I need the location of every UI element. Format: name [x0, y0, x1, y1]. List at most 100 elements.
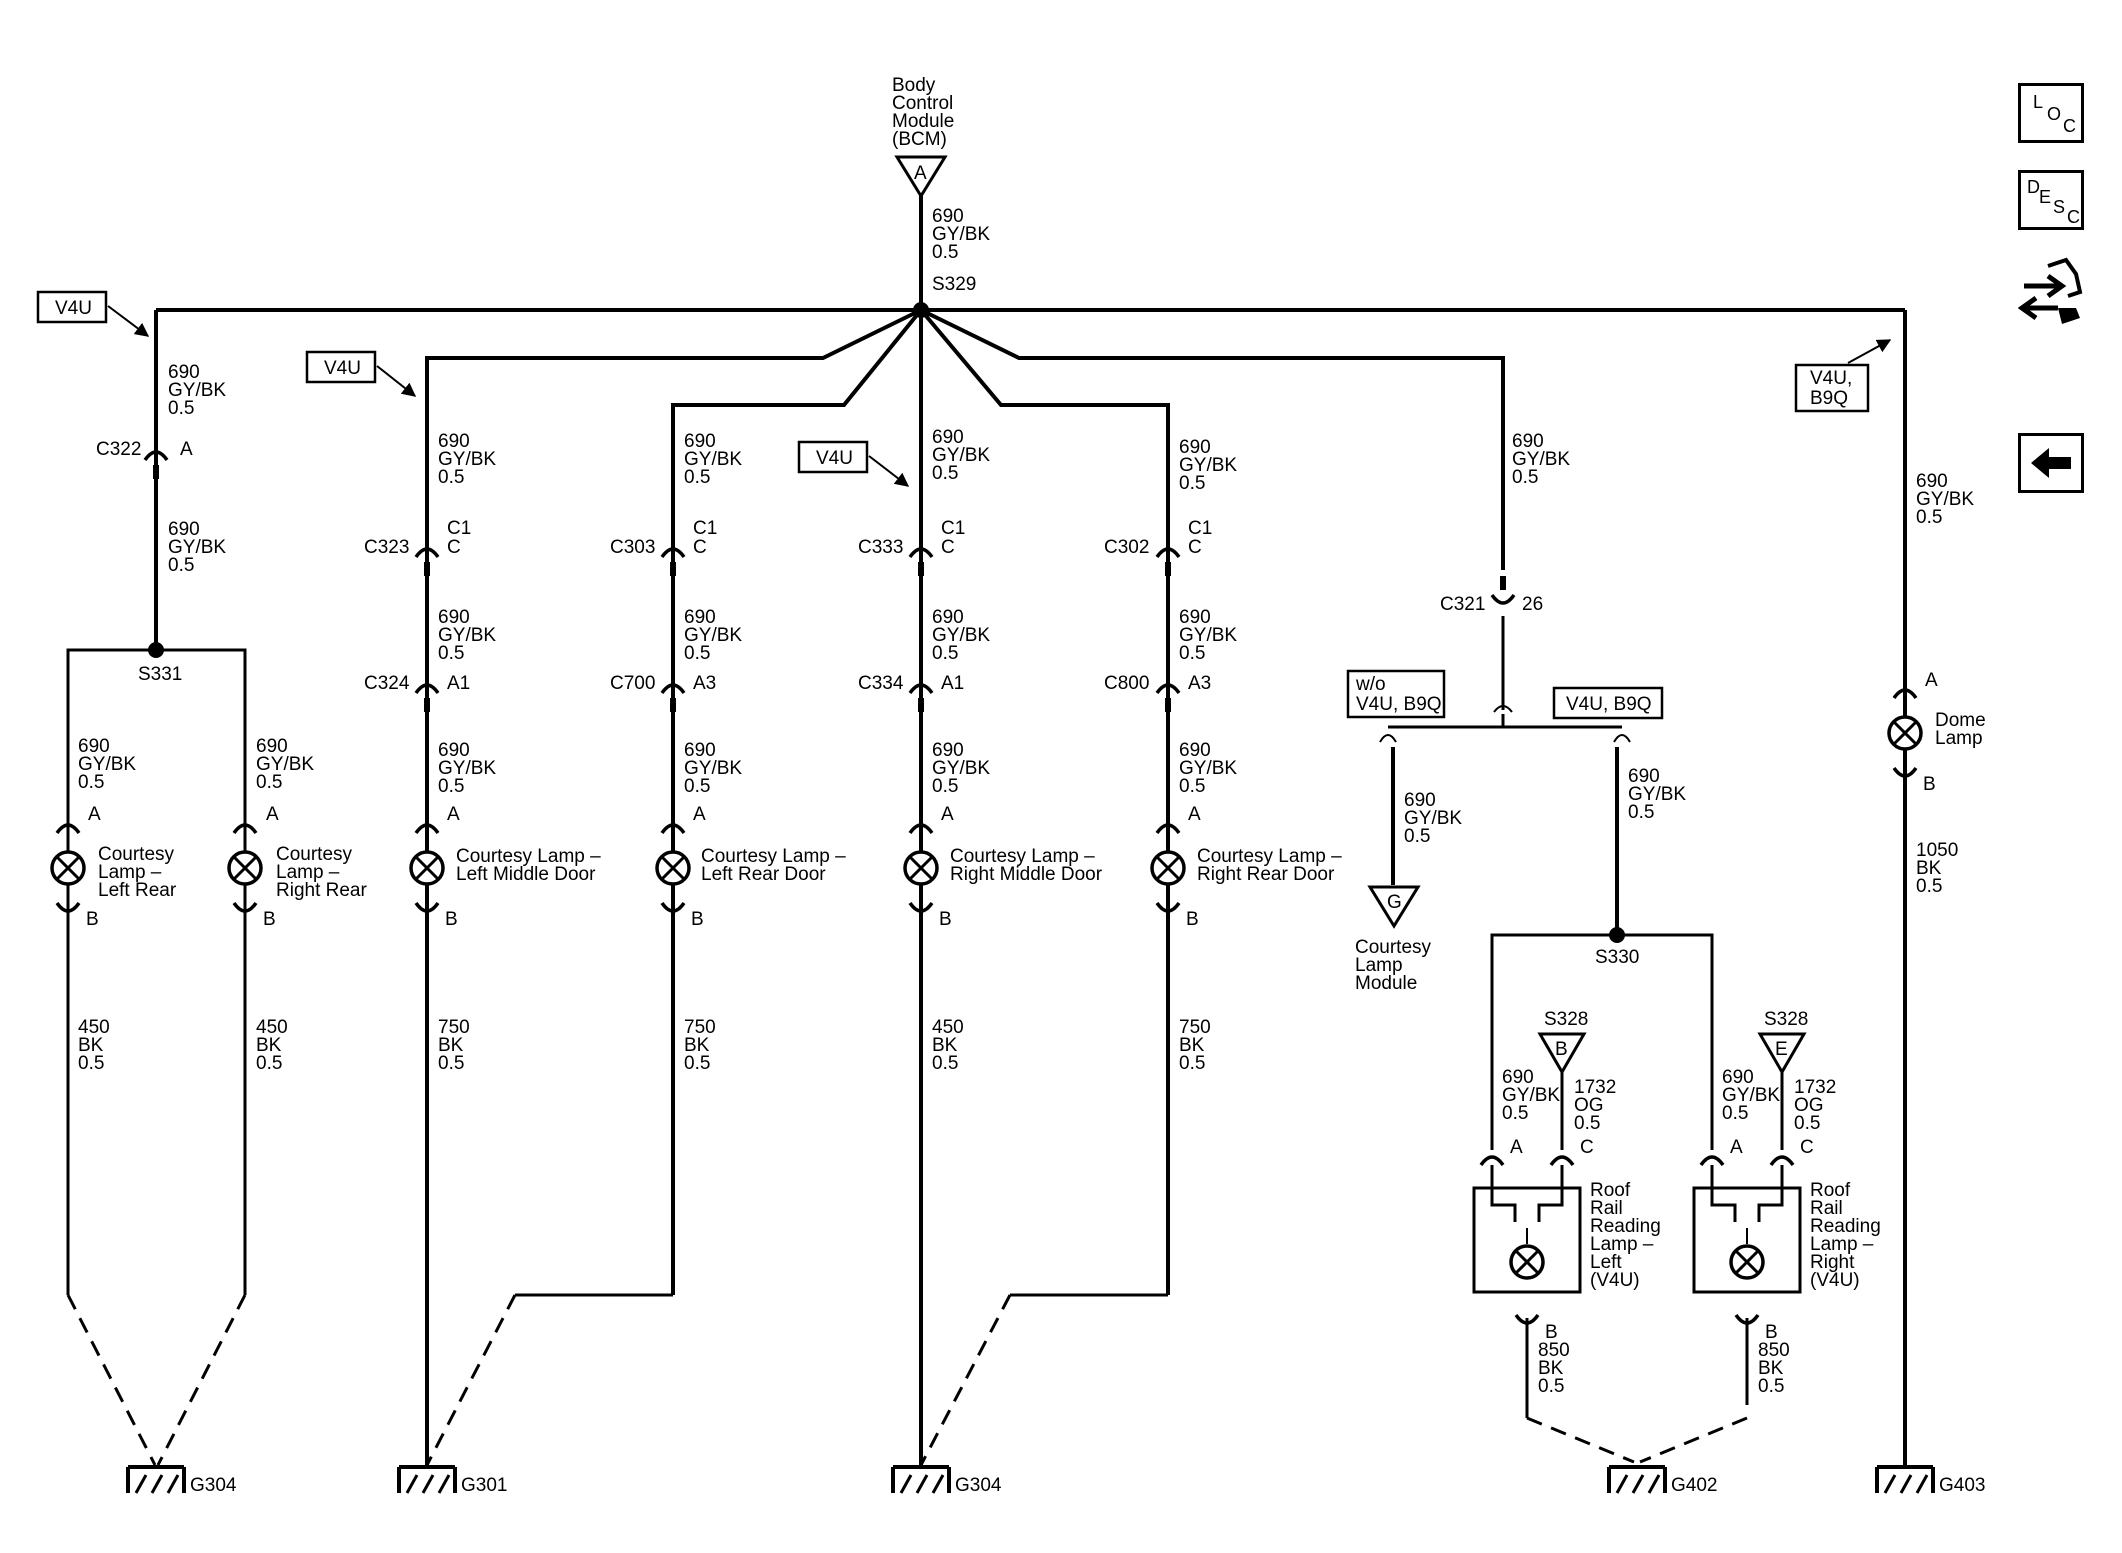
lamp-icon [1150, 850, 1186, 886]
wiring-swap-button[interactable] [2017, 252, 2088, 332]
svg-text:0.5: 0.5 [684, 643, 710, 664]
svg-text:450: 450 [932, 1017, 964, 1038]
svg-text:450: 450 [78, 1017, 110, 1038]
svg-text:1050: 1050 [1916, 840, 1958, 861]
label-courtesy-lamp-right-middle-door: Courtesy Lamp – Right Middle Door [950, 846, 1103, 885]
loc-letter-o: O [2047, 104, 2062, 124]
svg-text:B: B [1923, 774, 1936, 795]
svg-text:690: 690 [1404, 790, 1436, 811]
desc-letter-s: S [2053, 197, 2066, 217]
svg-text:GY/BK: GY/BK [932, 224, 990, 245]
svg-text:Body: Body [892, 75, 936, 96]
ground-g304-center: G304 [891, 1465, 1002, 1496]
svg-text:0.5: 0.5 [684, 467, 710, 488]
svg-text:A: A [1510, 1137, 1523, 1158]
svg-text:26: 26 [1522, 594, 1543, 615]
svg-text:850: 850 [1538, 1340, 1570, 1361]
svg-text:GY/BK: GY/BK [1404, 808, 1462, 829]
splice-s331: S331 [138, 664, 182, 685]
wire-label-b1-top: 690 GY/BK 0.5 [168, 362, 226, 419]
svg-text:690: 690 [684, 431, 716, 452]
loc-letter-c: C [2063, 116, 2076, 136]
svg-text:690: 690 [932, 206, 964, 227]
svg-text:690: 690 [168, 519, 200, 540]
svg-text:690: 690 [78, 736, 110, 757]
svg-text:GY/BK: GY/BK [256, 754, 314, 775]
loc-button[interactable]: L O C [2018, 83, 2084, 143]
svg-text:B: B [1545, 1322, 1558, 1343]
svg-text:1732: 1732 [1794, 1077, 1836, 1098]
svg-text:A: A [180, 439, 193, 460]
svg-text:B: B [86, 909, 99, 930]
connector-c321: C321 [1440, 594, 1485, 615]
svg-text:GY/BK: GY/BK [78, 754, 136, 775]
svg-text:Lamp: Lamp [1355, 955, 1403, 976]
svg-text:GY/BK: GY/BK [438, 449, 496, 470]
svg-text:690: 690 [438, 607, 470, 628]
wire-label-s330-top: 690 GY/BK 0.5 [1628, 766, 1686, 823]
svg-text:GY/BK: GY/BK [684, 449, 742, 470]
svg-text:Control: Control [892, 93, 953, 114]
svg-text:690: 690 [1628, 766, 1660, 787]
svg-text:GY/BK: GY/BK [1722, 1085, 1780, 1106]
svg-text:Module: Module [1355, 973, 1417, 994]
svg-text:GY/BK: GY/BK [932, 758, 990, 779]
left-arrow-icon [2031, 448, 2071, 478]
bcm-connector-a [894, 155, 948, 199]
svg-text:GY/BK: GY/BK [684, 625, 742, 646]
svg-text:C1: C1 [693, 518, 717, 539]
svg-text:A: A [1925, 670, 1938, 691]
svg-text:A: A [266, 804, 279, 825]
svg-text:690: 690 [438, 431, 470, 452]
svg-text:Courtesy: Courtesy [98, 844, 175, 865]
wire-label-rrl-right-a: 690 GY/BK 0.5 [1722, 1067, 1780, 1124]
desc-letter-d: D [2027, 177, 2040, 197]
wire-label-rmd-top: 690 GY/BK 0.5 [932, 427, 990, 484]
connector-c323: C323 [364, 537, 409, 558]
svg-text:Left Rear Door: Left Rear Door [701, 864, 826, 885]
svg-text:0.5: 0.5 [168, 398, 194, 419]
svg-text:690: 690 [1179, 740, 1211, 761]
svg-text:Right Middle Door: Right Middle Door [950, 864, 1103, 885]
svg-text:0.5: 0.5 [438, 643, 464, 664]
svg-text:690: 690 [1502, 1067, 1534, 1088]
svg-text:C: C [941, 537, 955, 558]
svg-text:Rail: Rail [1590, 1198, 1623, 1219]
svg-text:GY/BK: GY/BK [168, 380, 226, 401]
option-v4u-3: V4U [797, 440, 910, 487]
wire-label-lrd-low: 690 GY/BK 0.5 [684, 740, 742, 797]
wire-label-rrd-mid: 690 GY/BK 0.5 [1179, 607, 1237, 664]
clm-connector-g [1367, 885, 1421, 929]
wire-label-lr-top: 690 GY/BK 0.5 [78, 736, 136, 793]
svg-text:0.5: 0.5 [1404, 826, 1430, 847]
svg-text:0.5: 0.5 [932, 643, 958, 664]
svg-text:0.5: 0.5 [438, 776, 464, 797]
lamp-icon [1887, 715, 1923, 751]
svg-text:0.5: 0.5 [932, 242, 958, 263]
svg-text:(V4U): (V4U) [1810, 1270, 1860, 1291]
svg-text:0.5: 0.5 [1794, 1113, 1820, 1134]
wire-label-dome-bottom: 1050 BK 0.5 [1916, 840, 1958, 897]
svg-text:0.5: 0.5 [932, 776, 958, 797]
desc-button[interactable]: D E S C [2018, 170, 2084, 230]
svg-text:1732: 1732 [1574, 1077, 1616, 1098]
svg-text:Courtesy Lamp –: Courtesy Lamp – [1197, 846, 1342, 867]
wire-label-rrd-top: 690 GY/BK 0.5 [1179, 437, 1237, 494]
back-button[interactable] [2018, 433, 2084, 493]
label-courtesy-lamp-left-middle-door: Courtesy Lamp – Left Middle Door [456, 846, 601, 885]
svg-text:Courtesy Lamp –: Courtesy Lamp – [950, 846, 1095, 867]
svg-text:(BCM): (BCM) [892, 129, 947, 150]
svg-text:A: A [914, 163, 927, 184]
svg-text:690: 690 [1512, 431, 1544, 452]
svg-text:690: 690 [1179, 607, 1211, 628]
wire-label-rrl-right-c: 1732 OG 0.5 [1794, 1077, 1836, 1134]
lamp-icon [50, 850, 86, 886]
wire-label-rrl-right-bottom: 850 BK 0.5 [1758, 1340, 1790, 1397]
svg-text:Courtesy: Courtesy [1355, 937, 1432, 958]
svg-text:0.5: 0.5 [684, 1053, 710, 1074]
wire-label-rmd-bottom: 450 BK 0.5 [932, 1017, 964, 1074]
svg-text:A: A [693, 804, 706, 825]
svg-text:GY/BK: GY/BK [438, 758, 496, 779]
svg-text:690: 690 [932, 607, 964, 628]
svg-text:BK: BK [932, 1035, 958, 1056]
